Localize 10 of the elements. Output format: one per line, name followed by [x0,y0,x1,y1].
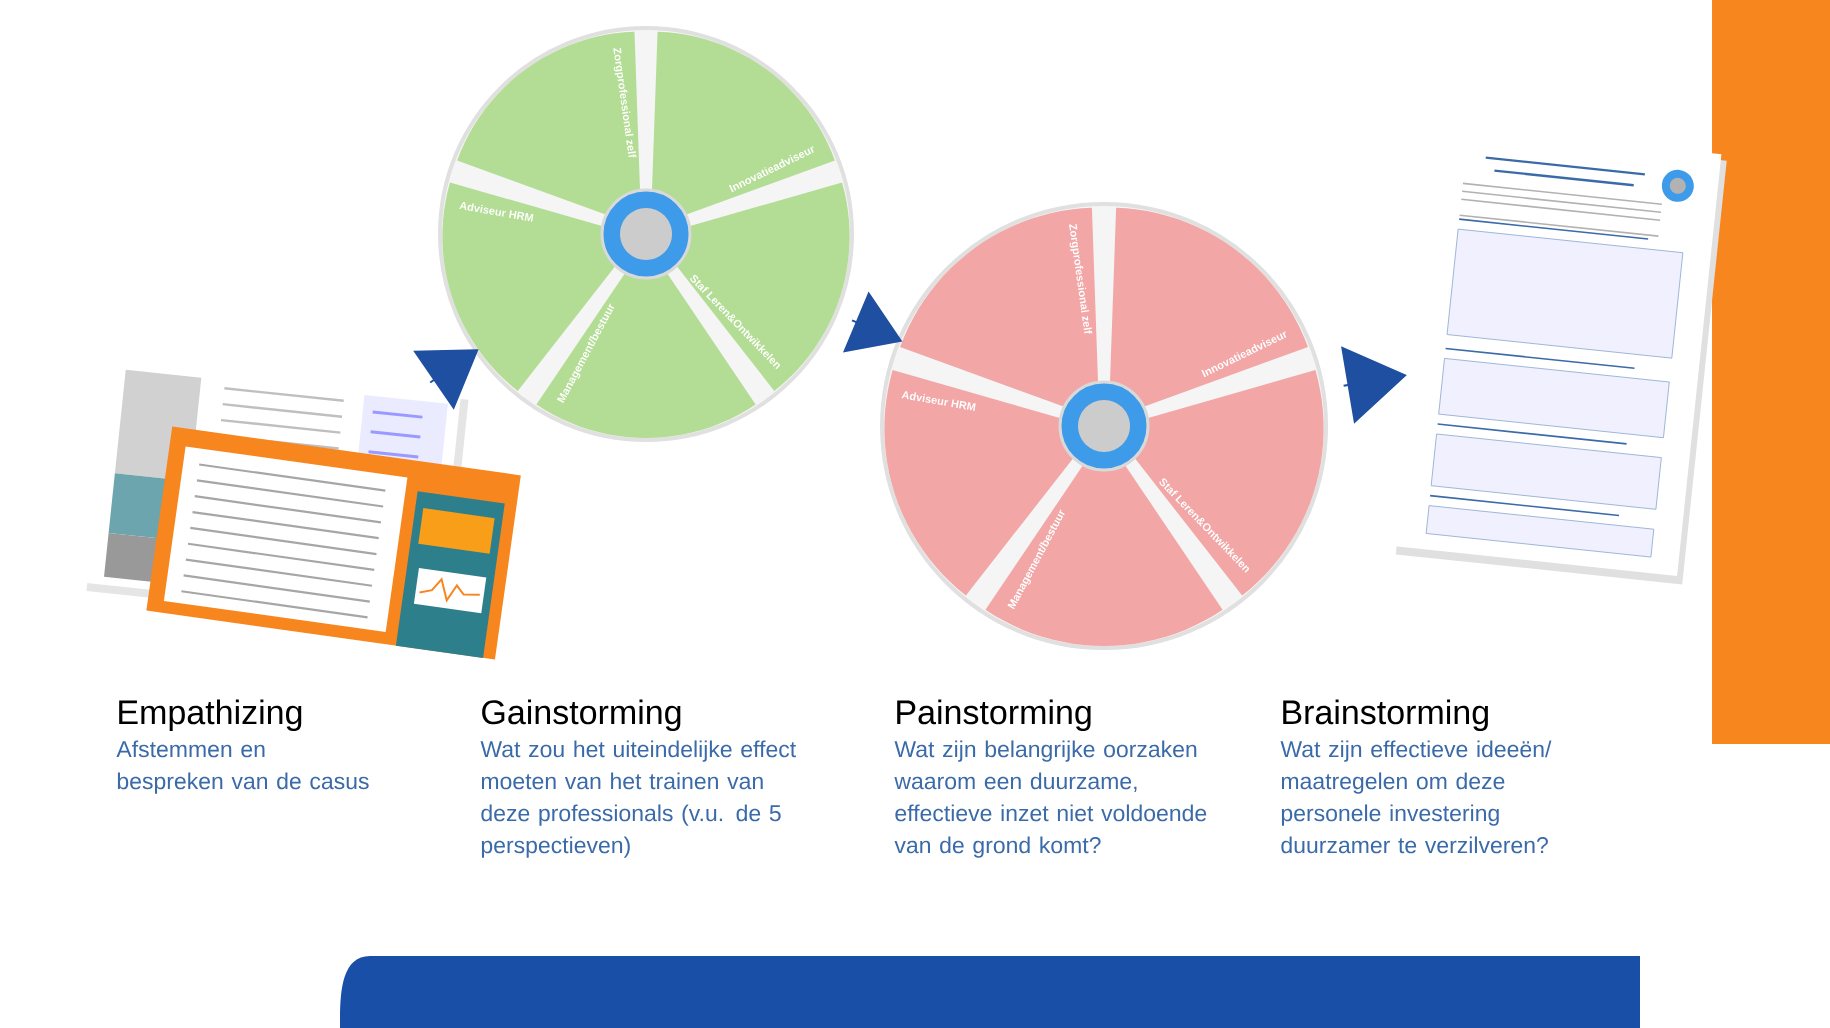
stage-description: Afstemmen en bespreken van de casus [116,740,369,794]
stage-heading: Empathizing [119,699,302,732]
stage-description: Wat zijn effectieve ideeën/ maatregelen om deze personele investering duurzamer te verzilveren? [1280,740,1552,854]
stage-description: Wat zou het uiteindelijke effect moeten van het trainen van deze professionals (v.u. de 5 perspectieven) [480,740,796,858]
stage-heading: Painstorming [897,699,1091,732]
stage-heading: Brainstorming [1283,699,1488,732]
stage-heading: Gainstorming [482,699,681,732]
stage-description: Wat zijn belangrijke oorzaken waarom een duurzame, effectieve inzet niet voldoende van de grond komt? [894,740,1207,858]
avatar-circle [600,188,692,280]
avatar-circle [1058,380,1150,472]
